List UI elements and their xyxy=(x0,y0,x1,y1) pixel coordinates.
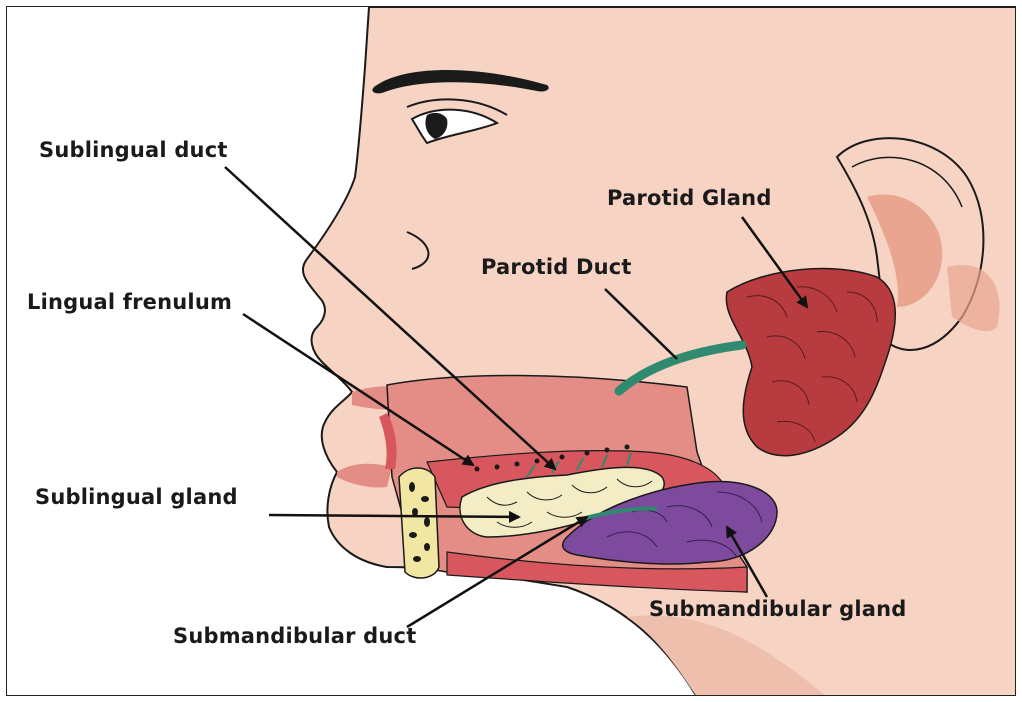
face-skin xyxy=(303,7,1016,696)
label-parotid-duct: Parotid Duct xyxy=(481,255,632,279)
diagram-frame: Sublingual duct Parotid Gland Parotid Du… xyxy=(6,6,1016,696)
label-sublingual-gland: Sublingual gland xyxy=(35,485,238,509)
label-sublingual-duct: Sublingual duct xyxy=(39,138,228,162)
label-submandibular-duct: Submandibular duct xyxy=(173,624,416,648)
head-anatomy-illustration xyxy=(7,7,1016,696)
label-submandibular-gland: Submandibular gland xyxy=(649,597,907,621)
label-lingual-frenulum: Lingual frenulum xyxy=(27,290,232,314)
label-parotid-gland: Parotid Gland xyxy=(607,186,772,210)
